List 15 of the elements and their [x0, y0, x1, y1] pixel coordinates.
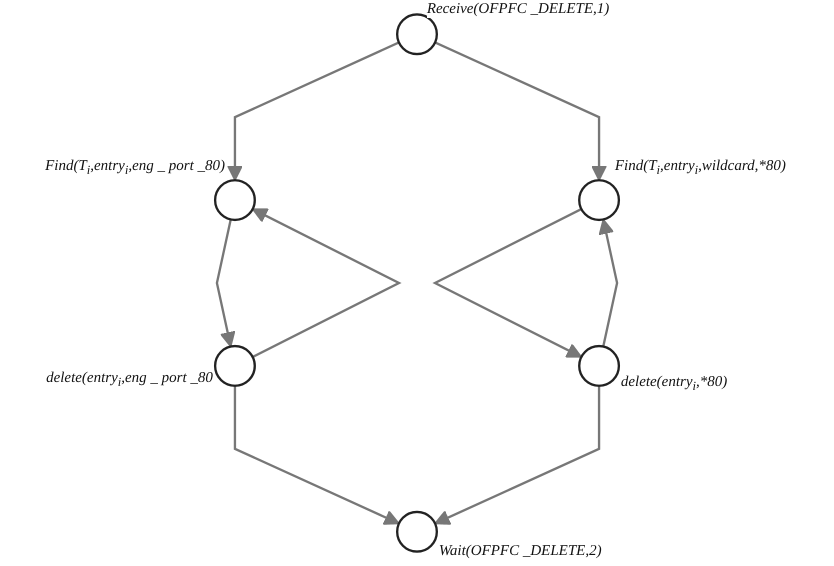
arrow — [432, 208, 582, 358]
arrow — [434, 386, 600, 525]
arrow — [234, 386, 400, 525]
arrow — [216, 219, 236, 348]
state-circle — [214, 179, 256, 222]
arrow — [252, 208, 402, 358]
state-circle — [578, 179, 620, 222]
state-label: Wait(OFPFC _DELETE,2) — [438, 542, 602, 560]
arrow — [434, 41, 607, 181]
state-label: Receive(OFPFC _DELETE,1) — [426, 1, 610, 18]
state-circle — [396, 510, 438, 553]
state-circle — [214, 344, 256, 387]
arrow — [227, 41, 400, 181]
arrow — [598, 218, 618, 347]
state-circle — [578, 344, 620, 387]
